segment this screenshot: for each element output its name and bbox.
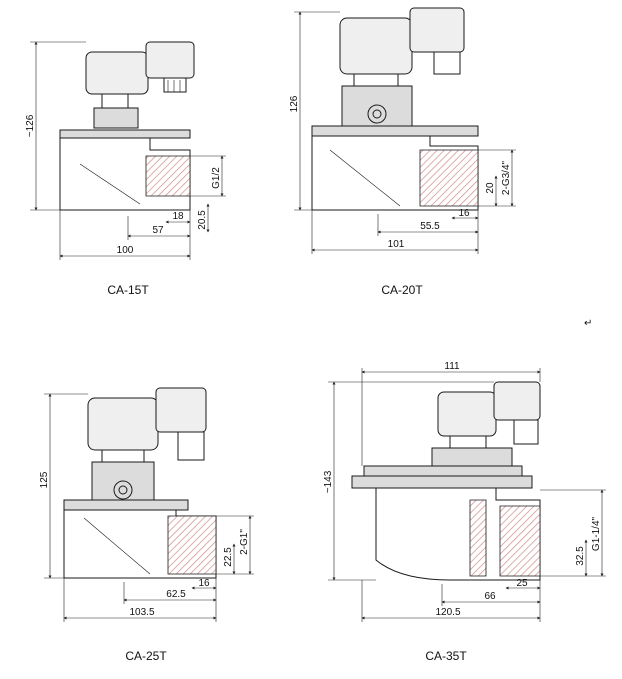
bonnet-screw-outer <box>113 480 133 500</box>
port-section <box>469 499 487 577</box>
connector-housing <box>145 41 195 79</box>
armature-stem <box>353 73 399 87</box>
port-section <box>145 155 191 197</box>
coil-body <box>437 391 497 437</box>
port-section <box>167 515 217 575</box>
dim-h1: 22.5 <box>223 547 234 567</box>
dim-w2: 57 <box>152 225 164 236</box>
bonnet-screw-inner <box>118 485 128 495</box>
dim-width: 103.5 <box>129 607 154 618</box>
dim-w2: 55.5 <box>420 221 440 232</box>
caption-ca-35t: CA-35T <box>425 649 467 663</box>
armature-stem <box>101 449 145 463</box>
coil-body <box>85 51 149 95</box>
dim-height: ~126 <box>25 114 36 137</box>
dim-w1: 18 <box>172 211 184 222</box>
dim-top: 111 <box>444 361 460 372</box>
dim-width: 101 <box>388 239 405 250</box>
connector-housing <box>155 387 207 433</box>
drawing-ca-25t: 125 103.5 62.5 16 22.5 2-G1" CA-25T <box>39 387 254 663</box>
cable-gland <box>177 431 205 461</box>
flange <box>311 125 479 137</box>
bonnet-screw-inner <box>372 109 382 119</box>
drawing-ca-35t: 111 ~143 120.5 66 25 32.5 G1-1/4" CA-35T <box>323 361 606 663</box>
bonnet <box>91 461 155 503</box>
dim-width: 100 <box>117 245 134 256</box>
dim-w2: 62.5 <box>166 589 186 600</box>
armature-stem <box>101 93 129 109</box>
flange <box>351 475 533 489</box>
armature-stem <box>449 435 487 449</box>
dim-w1: 16 <box>458 208 470 219</box>
dim-port: G1/2 <box>211 167 222 189</box>
coil-body <box>339 17 413 75</box>
top-cover <box>363 465 523 477</box>
return-mark: ↵ <box>584 318 592 329</box>
drawing-ca-20t: 126 101 55.5 16 20 2-G3/4" CA-20T <box>289 7 516 297</box>
coil-body <box>87 397 159 451</box>
outlet-section <box>499 505 541 577</box>
flange <box>59 129 191 139</box>
dim-width: 120.5 <box>435 607 460 618</box>
dim-w1: 25 <box>516 578 528 589</box>
dim-w2: 66 <box>484 591 496 602</box>
cable-gland <box>163 77 187 93</box>
dim-port: 2-G1" <box>239 529 250 555</box>
dim-height: 125 <box>39 471 50 488</box>
dim-h1: 32.5 <box>575 546 586 566</box>
dim-h1: 20.5 <box>197 210 208 230</box>
dim-w1: 16 <box>198 578 210 589</box>
dim-port: 2-G3/4" <box>501 160 512 195</box>
drawing-ca-15t: ~126 100 57 18 20.5 G1/2 CA-15T <box>25 41 226 297</box>
connector-housing <box>409 7 465 53</box>
caption-ca-25t: CA-25T <box>125 649 167 663</box>
flange <box>63 499 189 511</box>
dim-height: 126 <box>289 95 300 112</box>
caption-ca-20t: CA-20T <box>381 283 423 297</box>
port-section <box>419 149 479 207</box>
dim-height: ~143 <box>323 470 334 493</box>
cable-gland <box>513 419 539 445</box>
connector-housing <box>493 381 541 421</box>
bonnet <box>341 85 413 127</box>
bonnet-screw-outer <box>367 104 387 124</box>
dim-port: G1-1/4" <box>591 516 602 551</box>
cable-gland <box>433 51 461 75</box>
bonnet <box>93 107 139 129</box>
caption-ca-15t: CA-15T <box>107 283 149 297</box>
dim-h1: 20 <box>485 182 496 194</box>
